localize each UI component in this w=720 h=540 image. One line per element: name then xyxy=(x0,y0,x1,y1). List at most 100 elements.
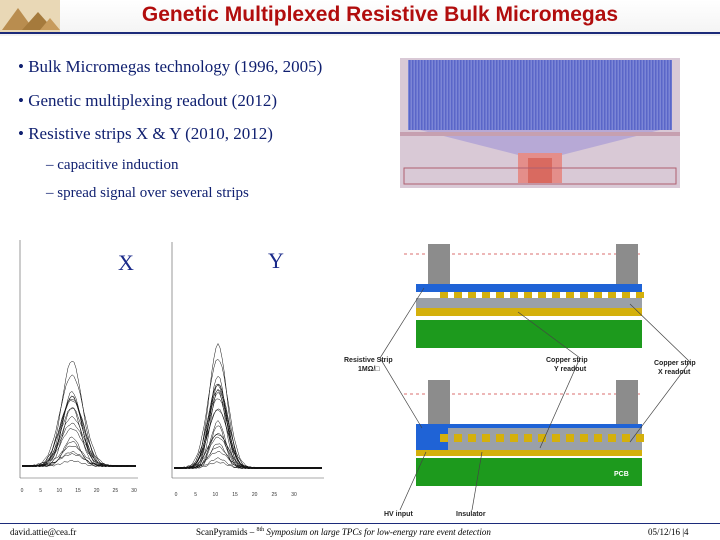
pcb-label: PCB xyxy=(614,471,629,478)
slide-title: Genetic Multiplexed Resistive Bulk Micro… xyxy=(141,3,619,26)
signal-trace xyxy=(173,398,323,470)
sub-bullet-2: – spread signal over several strips xyxy=(46,185,249,201)
signal-trace xyxy=(173,375,323,470)
copper-strip xyxy=(608,434,616,442)
copper-y-bottom xyxy=(416,450,642,456)
bullet-3: • Resistive strips X & Y (2010, 2012) xyxy=(18,124,273,143)
strip-layer-diagram: Resistive Strip 1MΩ/□ Copper strip Y rea… xyxy=(344,244,696,518)
signal-trace xyxy=(21,436,137,468)
pillar-left-bottom xyxy=(428,380,450,426)
resistive-strip-label: Resistive Strip xyxy=(344,357,393,364)
signal-trace xyxy=(173,384,323,470)
copper-y-sublabel: Y readout xyxy=(554,366,587,373)
axis-tick-label: 5 xyxy=(194,492,197,498)
copper-strip xyxy=(552,292,560,298)
copper-strip xyxy=(538,292,546,298)
copper-strip xyxy=(580,434,588,442)
signal-trace xyxy=(173,451,323,470)
copper-strip xyxy=(566,434,574,442)
copper-strip xyxy=(468,434,476,442)
axis-tick-label: 0 xyxy=(21,488,24,494)
copper-strip xyxy=(594,292,602,298)
signal-trace xyxy=(173,383,323,470)
footer-event-prefix: ScanPyramids – xyxy=(196,527,257,537)
detector-layout-image xyxy=(400,58,680,188)
copper-strip xyxy=(594,434,602,442)
copper-x-sublabel: X readout xyxy=(658,369,691,376)
axis-tick-label: 25 xyxy=(272,492,278,498)
header-band xyxy=(0,0,720,36)
axis-tick-label: 15 xyxy=(232,492,238,498)
y-plot-label: Y xyxy=(268,248,284,273)
axis-tick-label: 20 xyxy=(94,488,100,494)
copper-strip xyxy=(482,292,490,298)
resistive-layer-top xyxy=(416,284,642,292)
copper-strip xyxy=(524,292,532,298)
footer-event: ScanPyramids – 8th Symposium on large TP… xyxy=(196,527,491,537)
copper-strip xyxy=(510,434,518,442)
signal-trace xyxy=(21,441,137,468)
copper-strip xyxy=(496,292,504,298)
axis-tick-label: 20 xyxy=(252,492,258,498)
copper-strip xyxy=(622,434,630,442)
copper-strip xyxy=(538,434,546,442)
signal-trace xyxy=(21,361,137,468)
copper-strip xyxy=(524,434,532,442)
pcb-bottom xyxy=(416,458,642,486)
axis-tick-label: 10 xyxy=(213,492,219,498)
resistive-layer-bottom xyxy=(416,424,642,428)
insulator-label: Insulator xyxy=(456,511,486,518)
hv-input-label: HV input xyxy=(384,511,413,518)
axis-tick-label: 30 xyxy=(291,492,297,498)
signal-trace xyxy=(21,459,137,468)
copper-strip xyxy=(468,292,476,298)
signal-trace xyxy=(21,374,137,468)
axis-tick-label: 25 xyxy=(113,488,119,494)
copper-strip xyxy=(622,292,630,298)
insulator-top xyxy=(416,298,642,308)
title-rule xyxy=(0,32,720,34)
pillar-left-top xyxy=(428,244,450,284)
axis-tick-label: 30 xyxy=(131,488,137,494)
copper-strip xyxy=(636,292,644,298)
pillar-right-top xyxy=(616,244,638,284)
copper-strip xyxy=(580,292,588,298)
copper-strip xyxy=(510,292,518,298)
footer-rule xyxy=(0,523,720,524)
copper-strip xyxy=(566,292,574,298)
axis-tick-label: 0 xyxy=(175,492,178,498)
axis-tick-label: 15 xyxy=(75,488,81,494)
signal-trace xyxy=(173,342,323,470)
footer-date-page: 05/12/16 |4 xyxy=(648,527,689,537)
copper-strip xyxy=(440,292,448,298)
bullet-2: • Genetic multiplexing readout (2012) xyxy=(18,91,277,110)
copper-strip xyxy=(636,434,644,442)
copper-y-label: Copper strip xyxy=(546,357,588,364)
pcb-top xyxy=(416,320,642,348)
signal-trace xyxy=(21,395,137,468)
copper-strip xyxy=(454,434,462,442)
copper-strip xyxy=(608,292,616,298)
axis-tick-label: 10 xyxy=(57,488,63,494)
signal-trace xyxy=(21,428,137,468)
y-signal-plot: 0 5 10 15 20 25 30 xyxy=(171,242,324,498)
signal-trace xyxy=(174,384,323,470)
signal-trace xyxy=(173,461,323,470)
copper-y-top xyxy=(416,308,642,316)
pyramids-logo xyxy=(0,0,60,32)
copper-strip xyxy=(454,292,462,298)
signal-trace xyxy=(21,395,137,468)
copper-strip xyxy=(496,434,504,442)
copper-strip xyxy=(482,434,490,442)
resistance-label: 1MΩ/□ xyxy=(358,366,380,373)
copper-strip xyxy=(440,434,448,442)
copper-strip xyxy=(552,434,560,442)
footer-event-sup: 8th xyxy=(256,527,265,533)
signal-trace xyxy=(173,359,323,470)
pillar-right-bottom xyxy=(616,380,638,426)
footer-event-italic: Symposium on large TPCs for low-energy r… xyxy=(264,527,491,537)
bullet-1: • Bulk Micromegas technology (1996, 2005… xyxy=(18,57,323,76)
signal-trace xyxy=(21,422,137,468)
sub-bullet-1: – capacitive induction xyxy=(46,157,179,173)
